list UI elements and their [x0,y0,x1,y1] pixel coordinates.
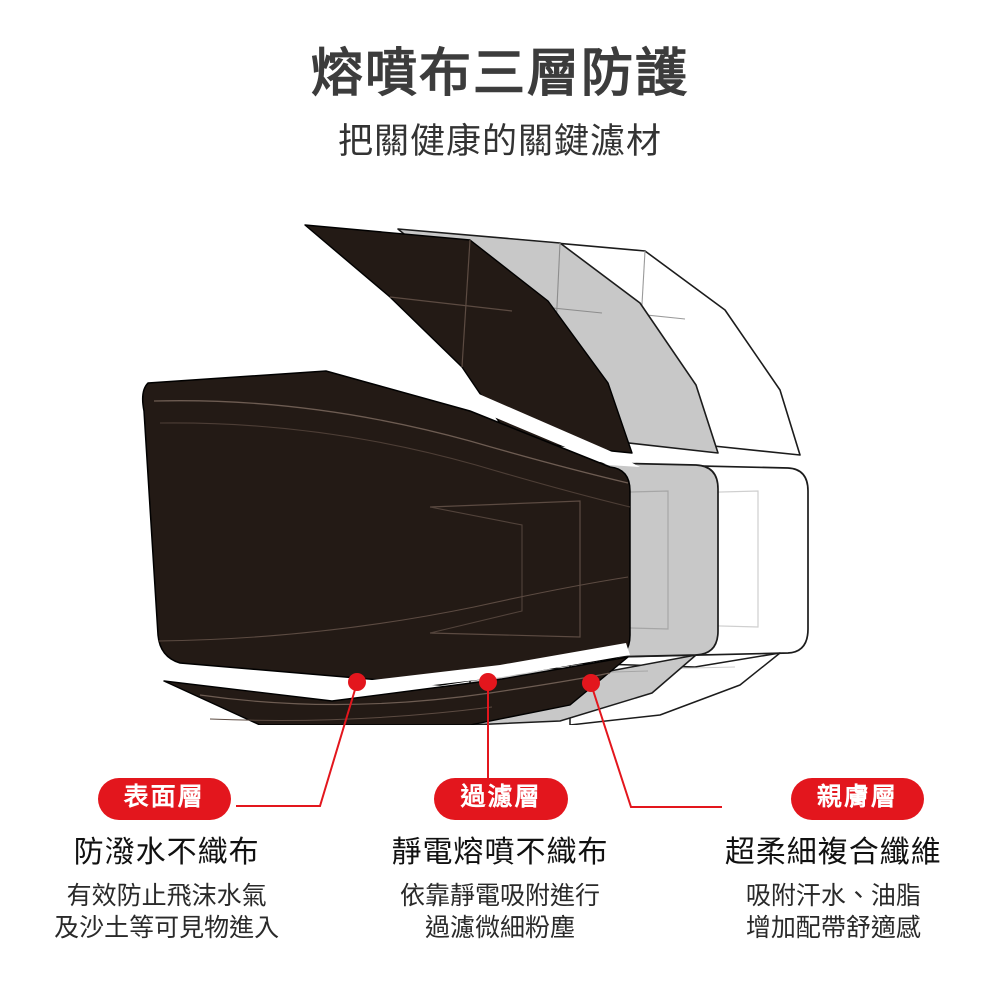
legend-heading-inner: 超柔細複合纖維 [724,835,942,869]
header: 熔噴布三層防護 把關健康的關鍵濾材 [0,0,1000,159]
legend-heading-middle: 靜電熔噴不織布 [391,835,609,869]
legend-desc-line: 增加配帶舒適感 [745,914,921,942]
legend: 表面層 防潑水不織布 有效防止飛沫水氣 及沙土等可見物進入 過濾層 靜電熔噴不織… [0,778,1000,944]
legend-desc-line: 及沙土等可見物進入 [54,914,280,942]
legend-desc-line: 依靠靜電吸附進行 [399,882,600,910]
legend-column-outer: 表面層 防潑水不織布 有效防止飛沫水氣 及沙土等可見物進入 [0,778,333,944]
status-badge-outer: 表面層 [97,778,231,820]
legend-heading-outer: 防潑水不織布 [73,835,260,869]
page-subtitle: 把關健康的關鍵濾材 [337,122,662,161]
mask-layers-illustration [140,215,870,725]
legend-column-inner: 親膚層 超柔細複合纖維 吸附汗水、油脂 增加配帶舒適感 [667,778,1000,944]
legend-desc-line: 有效防止飛沫水氣 [66,882,267,910]
legend-description-middle: 依靠靜電吸附進行 過濾微細粉塵 [400,880,600,944]
legend-desc-line: 過濾微細粉塵 [424,914,575,942]
legend-desc-line: 吸附汗水、油脂 [745,882,921,910]
status-badge-inner: 親膚層 [790,778,924,820]
legend-description-outer: 有效防止飛沫水氣 及沙土等可見物進入 [54,880,279,944]
page-title: 熔噴布三層防護 [310,45,689,103]
legend-description-inner: 吸附汗水、油脂 增加配帶舒適感 [746,880,921,944]
legend-column-middle: 過濾層 靜電熔噴不織布 依靠靜電吸附進行 過濾微細粉塵 [333,778,666,944]
status-badge-middle: 過濾層 [434,778,568,820]
